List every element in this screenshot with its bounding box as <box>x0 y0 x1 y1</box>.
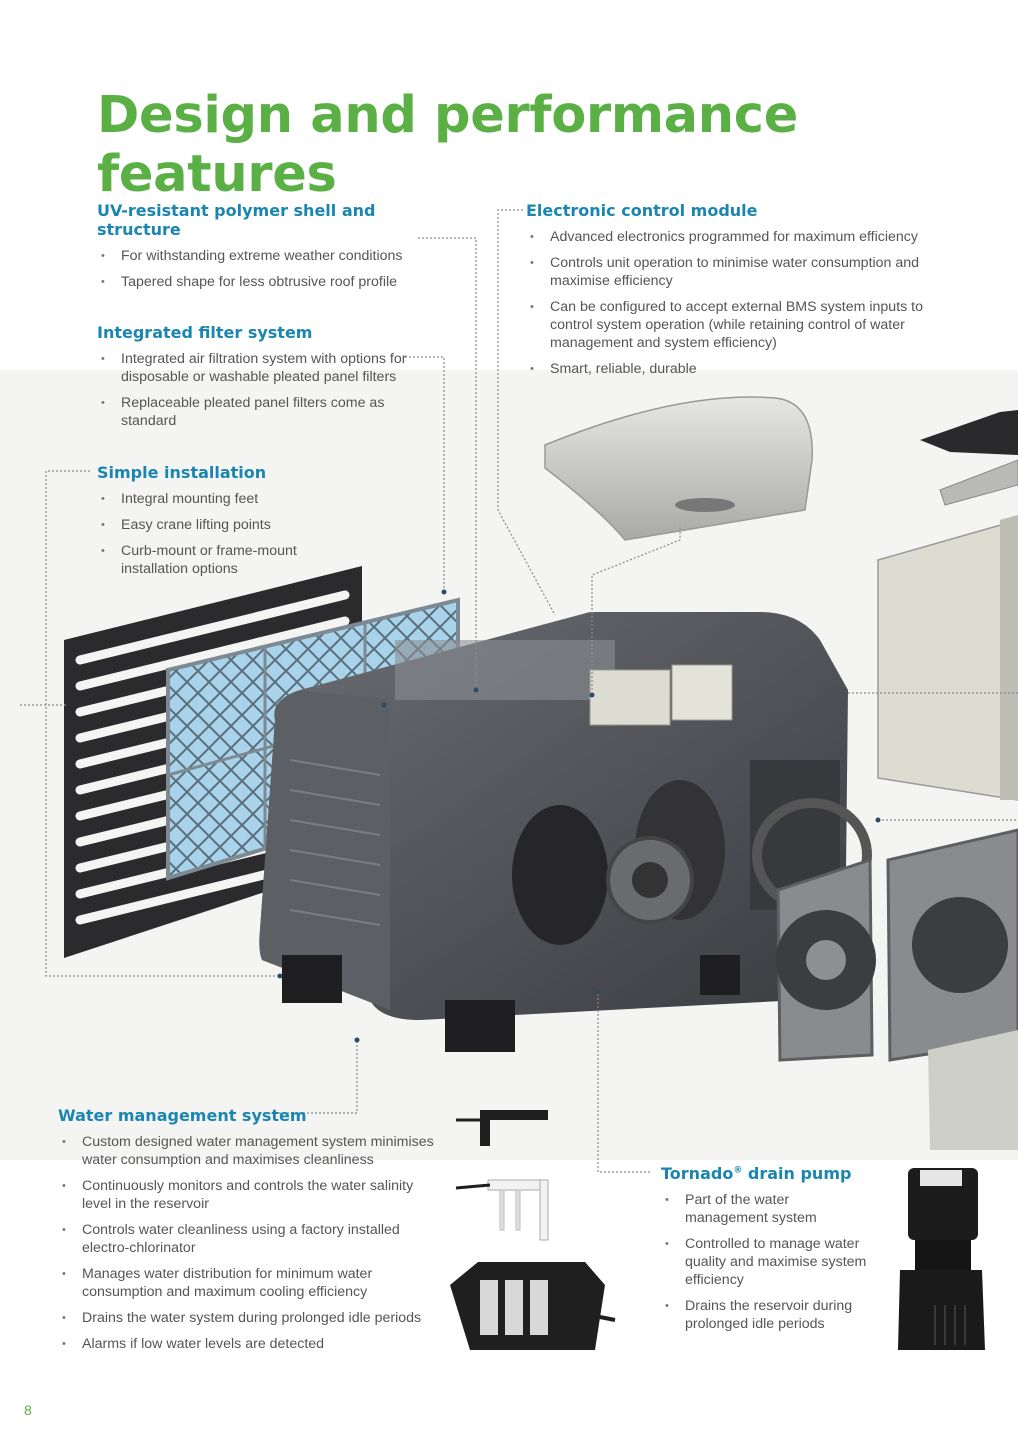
bullet-list: Part of the water management system Cont… <box>661 1191 886 1333</box>
list-item: Curb-mount or frame-mount installation o… <box>97 542 321 578</box>
heading-text-suffix: drain pump <box>742 1164 852 1183</box>
list-item: Part of the water management system <box>661 1191 825 1227</box>
section-drain-pump: Tornado® drain pump Part of the water ma… <box>661 1164 886 1341</box>
fan-assembly <box>606 798 1018 1150</box>
list-item: Integral mounting feet <box>97 490 397 508</box>
list-item: Drains the reservoir during prolonged id… <box>661 1297 870 1333</box>
list-item: Alarms if low water levels are detected <box>58 1335 453 1353</box>
page-title: Design and performance features <box>97 86 799 204</box>
top-cover <box>544 396 813 541</box>
list-item: For withstanding extreme weather conditi… <box>97 247 437 265</box>
bullet-list: Integral mounting feet Easy crane liftin… <box>97 490 397 578</box>
list-item: Continuously monitors and controls the w… <box>58 1177 437 1213</box>
page-number: 8 <box>24 1402 32 1418</box>
section-heading: Water management system <box>58 1106 307 1125</box>
section-uv-shell: UV-resistant polymer shell and structure… <box>97 201 437 299</box>
list-item: Custom designed water management system … <box>58 1133 453 1169</box>
section-heading: Simple installation <box>97 463 267 482</box>
bullet-list: Advanced electronics programmed for maxi… <box>526 228 946 378</box>
section-electronic-control: Electronic control module Advanced elect… <box>526 201 946 386</box>
registered-mark: ® <box>733 1165 743 1176</box>
electro-chlorinator <box>455 1179 549 1241</box>
bullet-list: Custom designed water management system … <box>58 1133 453 1353</box>
section-integrated-filter: Integrated filter system Integrated air … <box>97 323 442 438</box>
leader-dots <box>277 589 881 1043</box>
leader-lines <box>20 209 1018 1173</box>
water-sensor-probe <box>456 1110 548 1146</box>
section-heading: UV-resistant polymer shell and structure <box>97 201 376 239</box>
section-heading: Integrated filter system <box>97 323 313 342</box>
section-heading: Tornado® drain pump <box>661 1164 886 1183</box>
list-item: Integrated air filtration system with op… <box>97 350 411 386</box>
list-item: Can be configured to accept external BMS… <box>526 298 945 352</box>
drain-pump <box>898 1168 985 1350</box>
bullet-list: Integrated air filtration system with op… <box>97 350 442 430</box>
mounting-feet <box>282 955 740 1052</box>
section-simple-installation: Simple installation Integral mounting fe… <box>97 463 397 586</box>
list-item: Smart, reliable, durable <box>526 360 946 378</box>
list-item: Manages water distribution for minimum w… <box>58 1265 417 1301</box>
water-distributor <box>450 1262 616 1350</box>
list-item: Drains the water system during prolonged… <box>58 1309 453 1327</box>
list-item: Controlled to manage water quality and m… <box>661 1235 875 1289</box>
list-item: Advanced electronics programmed for maxi… <box>526 228 946 246</box>
top-tray <box>920 410 1018 506</box>
bullet-list: For withstanding extreme weather conditi… <box>97 247 437 291</box>
list-item: Easy crane lifting points <box>97 516 397 534</box>
electronics-box <box>877 515 1018 801</box>
heading-text: Tornado <box>661 1164 734 1183</box>
list-item: Tapered shape for less obtrusive roof pr… <box>97 273 437 291</box>
list-item: Controls water cleanliness using a facto… <box>58 1221 427 1257</box>
main-housing <box>259 612 848 1020</box>
list-item: Controls unit operation to minimise wate… <box>526 254 920 290</box>
section-heading: Electronic control module <box>526 201 758 220</box>
list-item: Replaceable pleated panel filters come a… <box>97 394 391 430</box>
section-water-management: Water management system Custom designed … <box>58 1106 453 1361</box>
